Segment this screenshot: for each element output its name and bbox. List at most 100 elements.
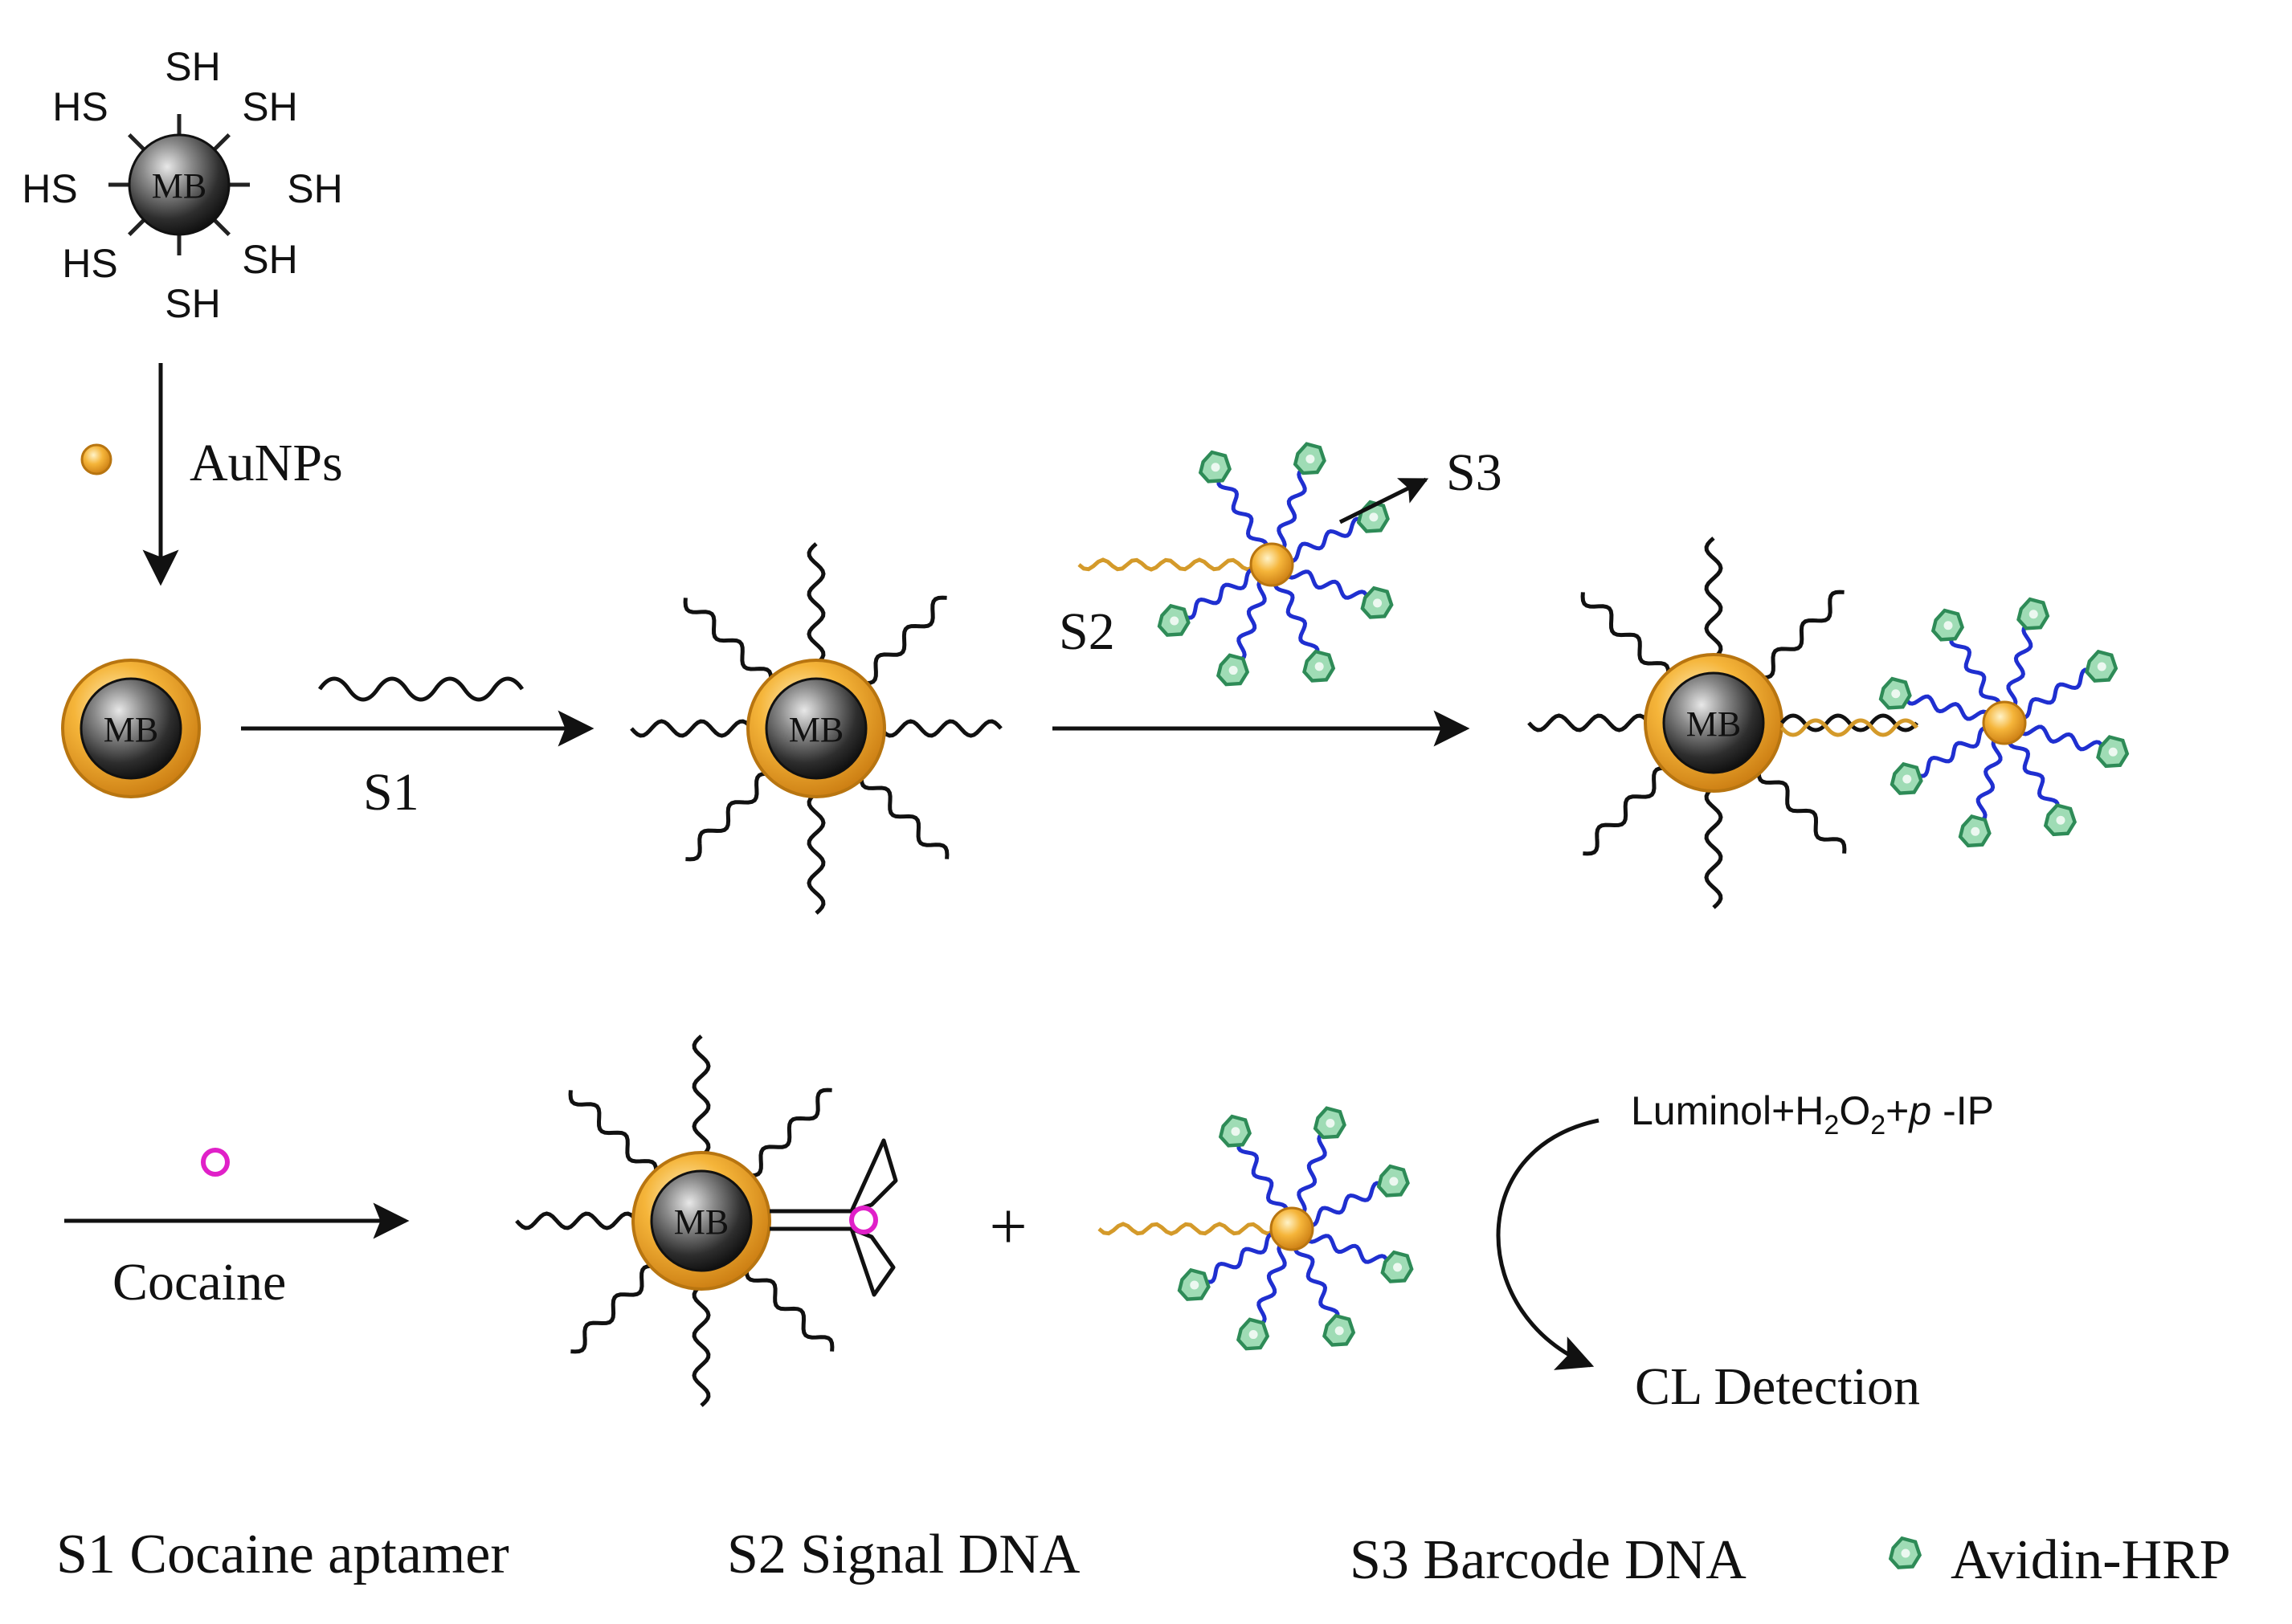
aptamer-strand	[685, 771, 771, 862]
aptamer-strand	[1580, 592, 1671, 678]
barcode-dna-strand	[1276, 466, 1308, 553]
barcode-dna-strand	[1273, 577, 1320, 659]
barcode-dna-strand	[1293, 1241, 1340, 1324]
bead-label: MB	[104, 710, 158, 749]
avidin-hrp-icon	[1960, 817, 1989, 846]
reagents-label: Luminol+H2O2+p -IP	[1631, 1088, 1994, 1140]
thiol-label: SH	[165, 44, 220, 89]
barcode-probe-bound	[1881, 599, 2127, 846]
thiol-label: HS	[62, 241, 117, 286]
thiol-label: SH	[165, 281, 220, 326]
bead-label: MB	[1686, 704, 1741, 744]
barcode-dna-strand	[1236, 1139, 1289, 1218]
legend-s2: S2 Signal DNA	[727, 1524, 1081, 1585]
released-barcode-probe	[1097, 1108, 1412, 1349]
aunp-icon	[80, 443, 112, 475]
detection-curved-arrow	[1496, 1118, 1599, 1370]
aptamer-strand	[568, 1090, 659, 1176]
aptamer-strand	[1759, 590, 1845, 680]
avidin-hrp-icon	[1379, 1166, 1407, 1195]
barcode-dna-strand	[1303, 1233, 1391, 1265]
barcode-dna-strand	[1975, 735, 2003, 824]
hybridized-duplex-signal	[1780, 718, 1918, 737]
bead-label: MB	[674, 1202, 729, 1242]
barcode-dna-strand	[2008, 734, 2060, 813]
hybridized-duplex	[1780, 713, 1918, 732]
barcode-dna-strand	[1903, 694, 1992, 721]
avidin-hrp-icon	[1892, 764, 1921, 793]
avidin-hrp-icon	[2019, 599, 2048, 628]
aptamer-strand	[683, 598, 774, 683]
aptamer-strand	[879, 719, 1003, 738]
aptamer-strand	[1704, 785, 1723, 909]
legend-s3: S3 Barcode DNA	[1350, 1529, 1747, 1591]
barcode-dna-strand	[1296, 1130, 1328, 1218]
avidin-hrp-icon	[1890, 1538, 1919, 1567]
aptamer-strand	[692, 1283, 711, 1407]
aptamer-strand	[861, 595, 947, 686]
barcode-probe	[1077, 444, 1391, 684]
bare-magnetic-bead	[128, 133, 231, 236]
thiol-label: HS	[22, 166, 77, 211]
s3-label: S3	[1446, 443, 1502, 502]
avidin-hrp-icon	[2098, 737, 2127, 766]
avidin-hrp-icon	[1238, 1320, 1267, 1349]
avidin-hrp-icon	[1218, 655, 1247, 684]
bead-label: MB	[789, 710, 844, 749]
barcode-dna-strand	[1914, 726, 1993, 778]
aptamer-strand	[570, 1263, 656, 1354]
bound-cocaine-icon	[849, 1206, 878, 1234]
aptamer-strand	[1704, 537, 1723, 660]
cocaine-icon	[201, 1148, 230, 1177]
plus-sign: +	[989, 1189, 1027, 1264]
legend-s1: S1 Cocaine aptamer	[56, 1524, 509, 1585]
aptamer-strand	[1527, 713, 1651, 732]
avidin-hrp-icon	[1933, 610, 1962, 639]
signal-dna-strand	[1077, 557, 1273, 572]
barcode-dna-strand	[1284, 516, 1367, 563]
aptamer-strand	[744, 1266, 835, 1352]
aptamer-strand	[859, 773, 950, 859]
aptamer-strand-icon	[317, 676, 525, 702]
sandwich-bead: MB	[1527, 537, 1847, 909]
gold-nanoparticle	[1249, 542, 1294, 587]
thiol-label: SH	[242, 237, 297, 282]
barcode-dna-strand	[1304, 1181, 1387, 1227]
s2-label: S2	[1059, 602, 1115, 661]
avidin-hrp-icon	[1315, 1108, 1344, 1137]
s1-label: S1	[363, 763, 419, 822]
avidin-hrp-icon	[1295, 444, 1324, 473]
thiol-label: SH	[287, 166, 342, 211]
barcode-dna-strand	[2006, 622, 2033, 711]
aptamer-strand	[515, 1211, 639, 1230]
barcode-dna-strand	[1283, 569, 1371, 601]
avidin-hrp-icon	[2087, 651, 2116, 680]
cocaine-label: Cocaine	[112, 1253, 286, 1312]
avidin-hrp-icon	[2045, 806, 2074, 834]
avidin-hrp-icon	[1220, 1116, 1249, 1145]
cocaine-bound-bead: MB	[515, 1034, 835, 1407]
barcode-dna-strand	[1949, 633, 2001, 712]
barcode-dna-strand	[2016, 667, 2094, 720]
aptamer-cocaine-complex	[770, 1138, 898, 1297]
legend: S1 Cocaine aptamer S2 Signal DNA S3 Barc…	[56, 1524, 2231, 1591]
avidin-hrp-icon	[1179, 1270, 1208, 1299]
thiol-label: HS	[52, 84, 108, 129]
barcode-dna-strand	[1216, 475, 1269, 553]
avidin-hrp-icon	[1881, 679, 1910, 708]
bead-label: MB	[152, 166, 206, 206]
gold-nanoparticle	[1269, 1206, 1314, 1251]
signal-dna-strand	[1097, 1222, 1293, 1236]
aptamer-strand	[1583, 765, 1669, 856]
aptamer-strand	[746, 1087, 832, 1178]
barcode-dna-strand	[2016, 724, 2106, 752]
legend-hrp: Avidin-HRP	[1951, 1529, 2231, 1591]
avidin-hrp-icon	[1324, 1316, 1353, 1344]
s3-release-arrow	[1338, 477, 1429, 524]
aptamer-strand	[630, 719, 754, 738]
aptamer-strand	[1756, 768, 1847, 854]
gold-coated-bead: MB	[61, 659, 201, 798]
aptamer-strand	[807, 791, 826, 915]
